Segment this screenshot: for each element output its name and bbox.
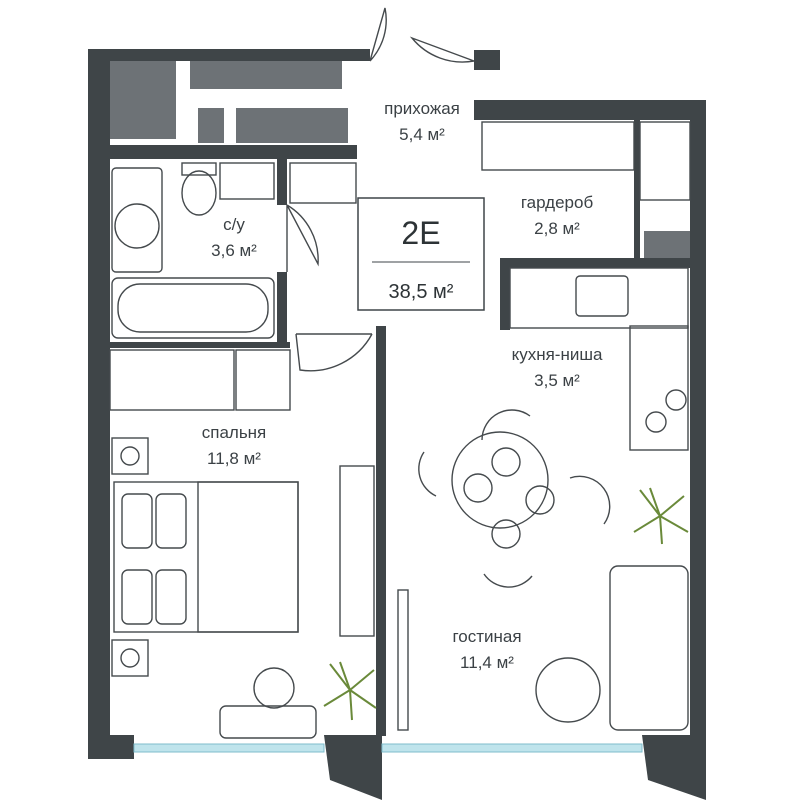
plate-icon-left xyxy=(463,473,493,503)
plate-icon-bottom xyxy=(491,519,521,549)
room-name-hallway: прихожая xyxy=(384,99,460,118)
plant-icon-living xyxy=(633,487,689,545)
wardrobe-shirt-bedroom xyxy=(235,349,291,411)
room-area-living: 11,4 м² xyxy=(460,653,514,672)
storage-blocks xyxy=(110,61,690,258)
chair-top-icon xyxy=(481,409,531,441)
desk-icon xyxy=(219,705,317,739)
wall-bottom-right xyxy=(642,735,706,800)
blanket-icon xyxy=(197,481,299,633)
wall-kitchen-left xyxy=(500,258,510,330)
doors xyxy=(286,7,475,372)
lamp-bottom-icon xyxy=(120,648,140,668)
wall-bathroom-top xyxy=(110,145,357,159)
bathroom-door xyxy=(286,204,319,272)
window-living xyxy=(381,743,643,753)
kitchen-counter xyxy=(509,267,689,329)
entrance-door-right xyxy=(409,36,475,63)
room-name-living: гостиная xyxy=(452,627,521,646)
tv-icon xyxy=(397,589,409,731)
bed-icon xyxy=(113,481,299,633)
bathroom-fixtures xyxy=(111,162,357,339)
plants xyxy=(323,487,689,721)
plant-icon-bedroom xyxy=(323,661,377,721)
mat-icon xyxy=(289,162,357,204)
room-area-hallway: 5,4 м² xyxy=(399,125,445,144)
unit-badge: 2E 38,5 м² xyxy=(357,197,485,311)
pillow-icon-1 xyxy=(121,493,153,549)
wall-top-right xyxy=(474,50,500,70)
walls xyxy=(88,49,706,800)
wall-bottom-middle xyxy=(324,735,382,800)
stove-burner-large-icon xyxy=(645,411,667,433)
living-room-furniture xyxy=(339,409,689,731)
sink-icon xyxy=(114,203,160,249)
sofa-icon xyxy=(609,565,689,731)
plate-icon-top xyxy=(491,447,521,477)
wall-bottom-left xyxy=(88,735,134,759)
toilet-tank xyxy=(181,162,217,176)
wall-right xyxy=(690,100,706,760)
windows xyxy=(133,743,643,753)
chair-bottom-icon xyxy=(483,573,533,588)
storage-block-wardrobe xyxy=(644,231,690,258)
chair-right-icon xyxy=(569,475,611,525)
unit-total-area: 38,5 м² xyxy=(389,281,454,303)
coffee-table-icon xyxy=(535,657,601,723)
unit-code: 2E xyxy=(401,215,440,251)
kitchen-counter-side xyxy=(629,325,689,451)
lamp-top-icon xyxy=(120,446,140,466)
toilet-icon xyxy=(181,170,217,216)
room-name-bathroom: с/у xyxy=(223,215,245,234)
wall-left xyxy=(88,49,110,759)
dining-table-icon xyxy=(451,431,549,529)
nightstand-bottom-icon xyxy=(111,639,149,677)
entrance-door-left xyxy=(369,7,387,62)
room-area-bedroom: 11,8 м² xyxy=(207,449,261,468)
wall-top-left xyxy=(88,49,370,61)
room-area-bathroom: 3,6 м² xyxy=(211,241,257,260)
room-area-wardrobe: 2,8 м² xyxy=(534,219,580,238)
bathroom-cabinet xyxy=(219,162,275,200)
unit-badge-frame xyxy=(357,197,485,311)
wardrobe-rack-hallway xyxy=(481,121,635,171)
wall-kitchen-top xyxy=(500,258,690,268)
wall-bedroom-right xyxy=(376,326,386,736)
storage-block-4 xyxy=(236,108,348,143)
tv-stand-icon xyxy=(339,465,375,637)
window-bedroom xyxy=(133,743,325,753)
room-name-bedroom: спальня xyxy=(202,423,267,442)
bathtub-inner xyxy=(117,283,269,333)
desk-chair-icon xyxy=(253,667,295,709)
kitchen xyxy=(509,267,689,451)
room-labels: прихожая 5,4 м² с/у 3,6 м² гардероб 2,8 … xyxy=(202,99,603,672)
washing-machine xyxy=(111,167,163,273)
chair-left-icon xyxy=(418,451,437,497)
storage-block-1 xyxy=(110,61,176,139)
pillow-icon-2 xyxy=(155,493,187,549)
wall-wardrobe-left xyxy=(634,120,640,260)
wall-bathroom-right-lower xyxy=(277,272,287,342)
stove-burner-icon xyxy=(665,389,687,411)
bedroom-furniture xyxy=(111,437,317,739)
bedroom-door xyxy=(295,333,373,372)
wall-top-right-long xyxy=(474,100,706,120)
storage-block-3 xyxy=(198,108,224,143)
wardrobe-shirt-shelf xyxy=(639,121,691,201)
room-name-kitchen: кухня-ниша xyxy=(512,345,603,364)
bathtub-icon xyxy=(111,277,275,339)
wardrobe-units xyxy=(109,121,691,411)
wall-bathroom-right xyxy=(277,159,287,205)
room-name-wardrobe: гардероб xyxy=(521,193,594,212)
pillow-icon-3 xyxy=(121,569,153,625)
pillow-icon-4 xyxy=(155,569,187,625)
kitchen-sink-icon xyxy=(575,275,629,317)
storage-block-2 xyxy=(190,61,342,89)
wardrobe-rack-bedroom xyxy=(109,349,235,411)
plate-icon-right xyxy=(525,485,555,515)
wall-bedroom-top xyxy=(110,342,290,348)
room-area-kitchen: 3,5 м² xyxy=(534,371,580,390)
nightstand-top-icon xyxy=(111,437,149,475)
